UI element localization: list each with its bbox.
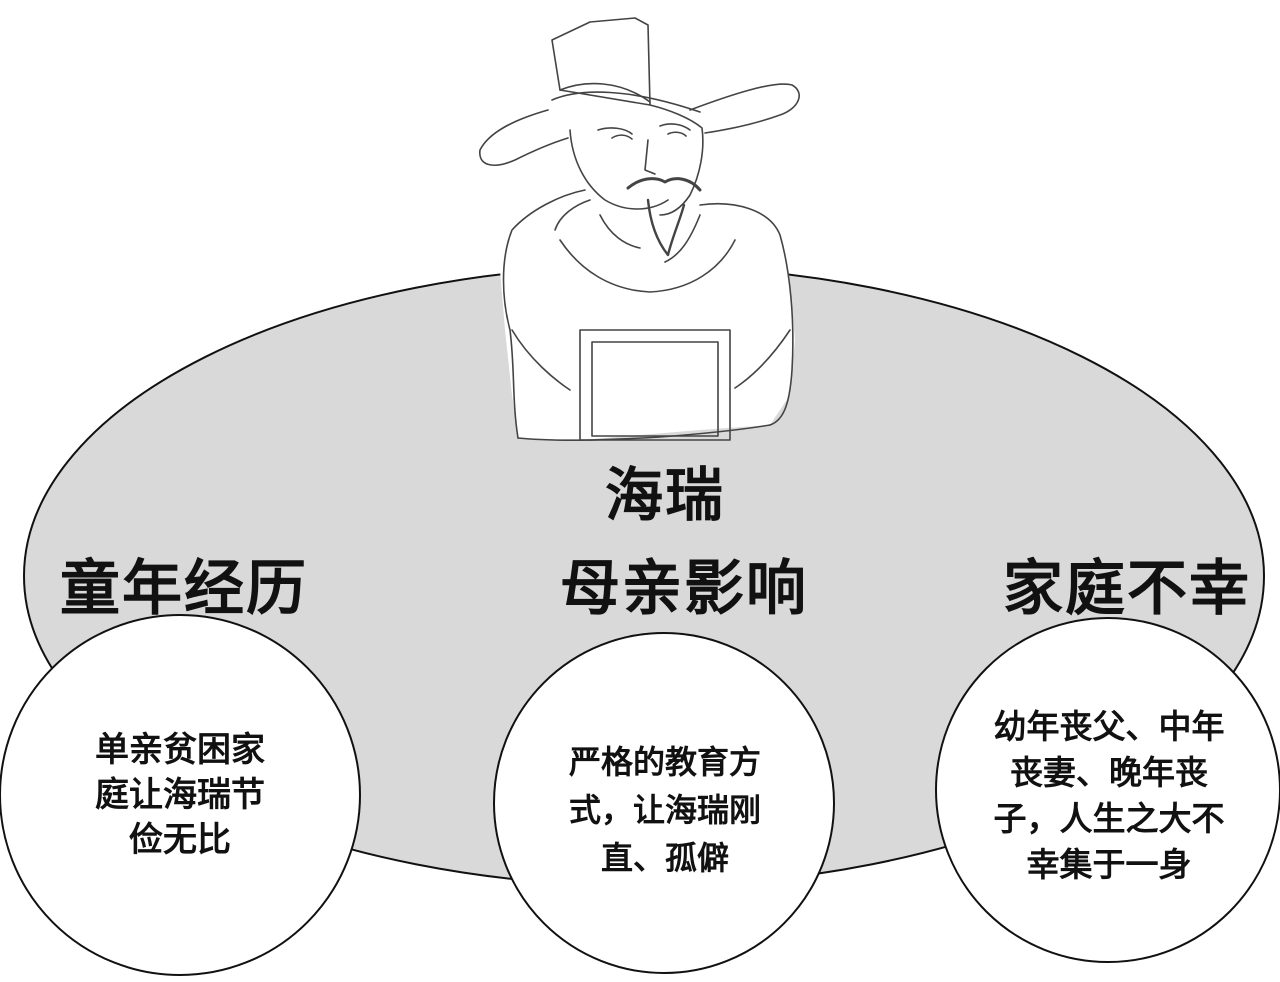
- hai-rui-portrait-icon: [479, 17, 800, 442]
- topic-circle-left: [0, 614, 361, 976]
- topic-description-mother: 严格的教育方式，让海瑞刚直、孤僻: [568, 743, 761, 877]
- topic-circle-mid: [493, 632, 835, 974]
- topic-title-childhood: 童年经历: [60, 554, 308, 624]
- topic-description-childhood: 单亲贫困家庭让海瑞节俭无比: [95, 730, 265, 860]
- topic-title-family: 家庭不幸: [1003, 554, 1251, 624]
- topic-title-mother: 母亲影响: [560, 554, 808, 624]
- topic-circle-right: [935, 617, 1280, 963]
- center-title: 海瑞: [604, 461, 725, 529]
- topic-description-family: 幼年丧父、中年丧妻、晚年丧子，人生之大不幸集于一身: [993, 707, 1225, 884]
